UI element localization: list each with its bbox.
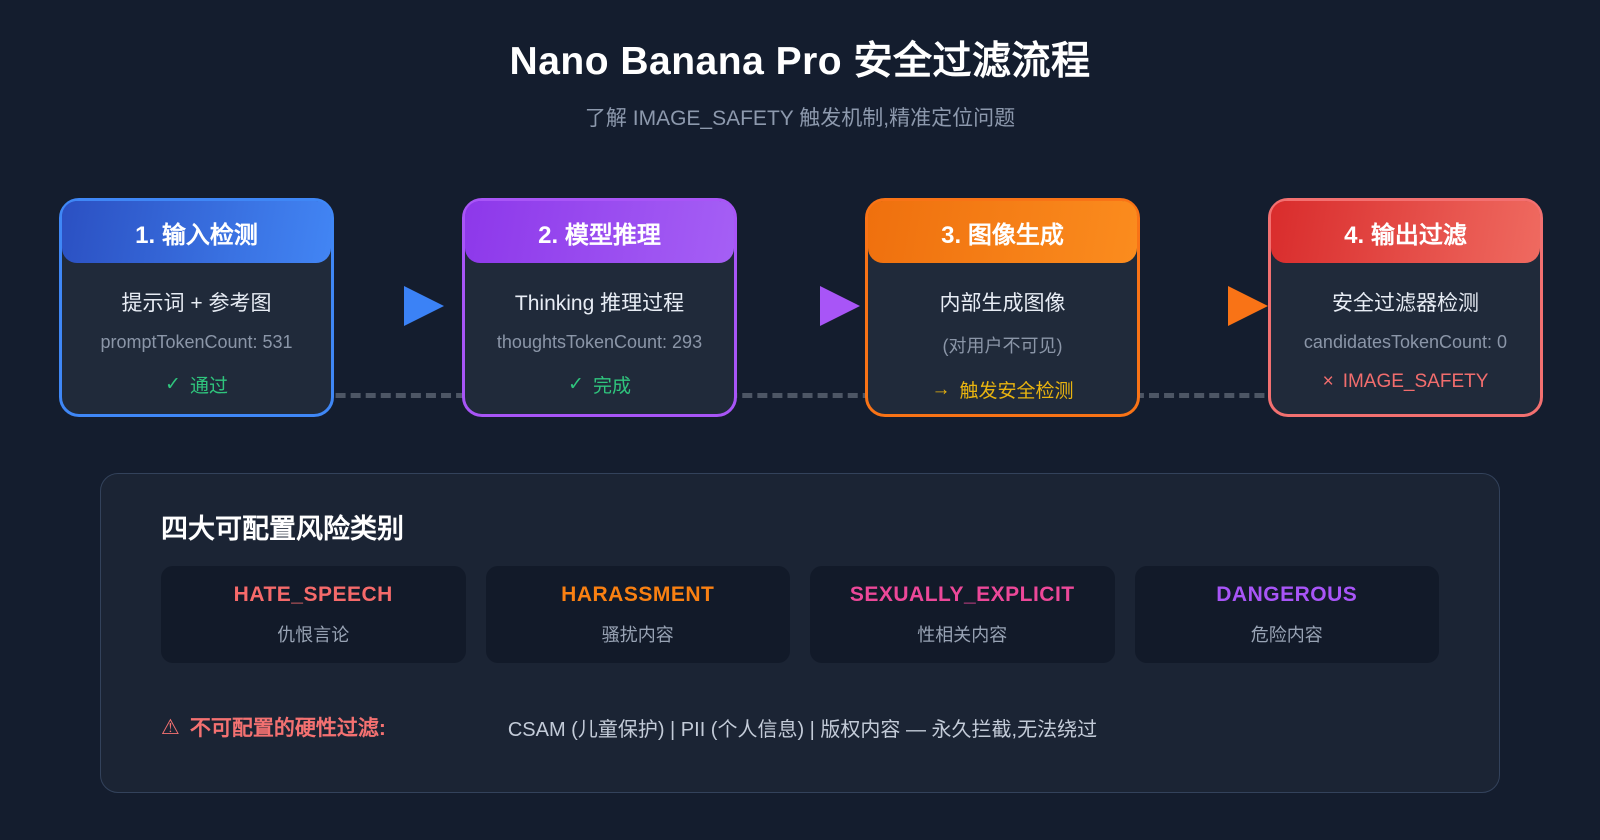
safety-flow-diagram: 1. 输入检测 提示词 + 参考图 promptTokenCount: 531 …	[0, 198, 1600, 417]
page-header: Nano Banana Pro 安全过滤流程 了解 IMAGE_SAFETY 触…	[0, 30, 1600, 132]
flow-step-token-count: thoughtsTokenCount: 293	[496, 332, 703, 352]
hard-filter-label: ⚠ 不可配置的硬性过滤:	[161, 712, 386, 742]
flow-step-status-text: 完成	[592, 376, 631, 397]
flow-connector-dashed-line	[200, 393, 1400, 398]
page-subtitle: 了解 IMAGE_SAFETY 触发机制,精准定位问题	[584, 107, 1016, 130]
flow-step-model-reasoning: 2. 模型推理 Thinking 推理过程 thoughtsTokenCount…	[462, 198, 737, 417]
risk-label: 仇恨言论	[277, 624, 350, 645]
risk-label: 骚扰内容	[601, 624, 674, 645]
flow-step-header: 2. 模型推理	[465, 201, 734, 263]
flow-step-body: 安全过滤器检测 candidatesTokenCount: 0 × IMAGE_…	[1271, 263, 1540, 393]
arrow-right-icon	[820, 286, 860, 326]
arrow-right-icon	[404, 286, 444, 326]
panel-heading: 四大可配置风险类别	[161, 514, 404, 544]
risk-name: HARASSMENT	[561, 582, 715, 606]
flow-step-body: 内部生成图像 (对用户不可见) → 触发安全检测	[868, 263, 1137, 403]
flow-step-body: 提示词 + 参考图 promptTokenCount: 531 ✓ 通过	[62, 263, 331, 398]
flow-step-output-filter: 4. 输出过滤 安全过滤器检测 candidatesTokenCount: 0 …	[1268, 198, 1543, 417]
flow-step-status-text: IMAGE_SAFETY	[1342, 371, 1489, 392]
flow-step-body: Thinking 推理过程 thoughtsTokenCount: 293 ✓ …	[465, 263, 734, 398]
arrow-right-small-icon: →	[931, 378, 951, 400]
check-icon: ✓	[165, 374, 181, 395]
flow-step-description: 提示词 + 参考图	[121, 292, 272, 315]
risk-name: SEXUALLY_EXPLICIT	[849, 582, 1075, 606]
hard-filter-row: ⚠ 不可配置的硬性过滤: CSAM (儿童保护) | PII (个人信息) | …	[161, 712, 1439, 742]
hard-filter-label-text: 不可配置的硬性过滤:	[189, 717, 386, 740]
risk-card-harassment: HARASSMENT 骚扰内容	[485, 566, 790, 663]
page-title: Nano Banana Pro 安全过滤流程	[509, 40, 1091, 83]
flow-step-token-count: promptTokenCount: 531	[100, 332, 293, 352]
flow-step-status-text: 触发安全检测	[959, 381, 1074, 402]
flow-step-image-generation: 3. 图像生成 内部生成图像 (对用户不可见) → 触发安全检测	[865, 198, 1140, 417]
flow-step-header: 4. 输出过滤	[1271, 201, 1540, 263]
warning-triangle-icon: ⚠	[161, 715, 180, 739]
flow-step-input-check: 1. 输入检测 提示词 + 参考图 promptTokenCount: 531 …	[59, 198, 334, 417]
risk-label: 性相关内容	[917, 624, 1008, 645]
arrow-right-icon	[1228, 286, 1268, 326]
flow-step-description: 安全过滤器检测	[1332, 292, 1479, 315]
flow-step-header: 1. 输入检测	[62, 201, 331, 263]
flow-step-status: ✓ 通过	[165, 371, 228, 398]
risk-card-sexually-explicit: SEXUALLY_EXPLICIT 性相关内容	[810, 566, 1115, 663]
risk-name: HATE_SPEECH	[233, 582, 393, 606]
flow-step-status: → 触发安全检测	[931, 376, 1073, 403]
flow-step-status-text: 通过	[189, 376, 228, 397]
hard-filter-text: CSAM (儿童保护) | PII (个人信息) | 版权内容 — 永久拦截,无…	[507, 718, 1098, 741]
flow-step-token-count: candidatesTokenCount: 0	[1303, 332, 1508, 352]
flow-step-status: × IMAGE_SAFETY	[1323, 371, 1489, 393]
risk-categories-panel: 四大可配置风险类别 HATE_SPEECH 仇恨言论 HARASSMENT 骚扰…	[100, 473, 1500, 793]
risk-name: DANGEROUS	[1216, 582, 1358, 606]
flow-step-header: 3. 图像生成	[868, 201, 1137, 263]
flow-step-note: (对用户不可见)	[942, 336, 1063, 356]
flow-step-status: ✓ 完成	[568, 371, 631, 398]
risk-card-dangerous: DANGEROUS 危险内容	[1134, 566, 1439, 663]
risk-label: 危险内容	[1250, 624, 1323, 645]
flow-step-description: Thinking 推理过程	[514, 292, 685, 315]
x-icon: ×	[1322, 371, 1334, 392]
risk-category-grid: HATE_SPEECH 仇恨言论 HARASSMENT 骚扰内容 SEXUALL…	[161, 566, 1439, 663]
check-icon: ✓	[568, 374, 584, 395]
risk-card-hate-speech: HATE_SPEECH 仇恨言论	[161, 566, 466, 663]
flow-step-description: 内部生成图像	[939, 292, 1066, 315]
